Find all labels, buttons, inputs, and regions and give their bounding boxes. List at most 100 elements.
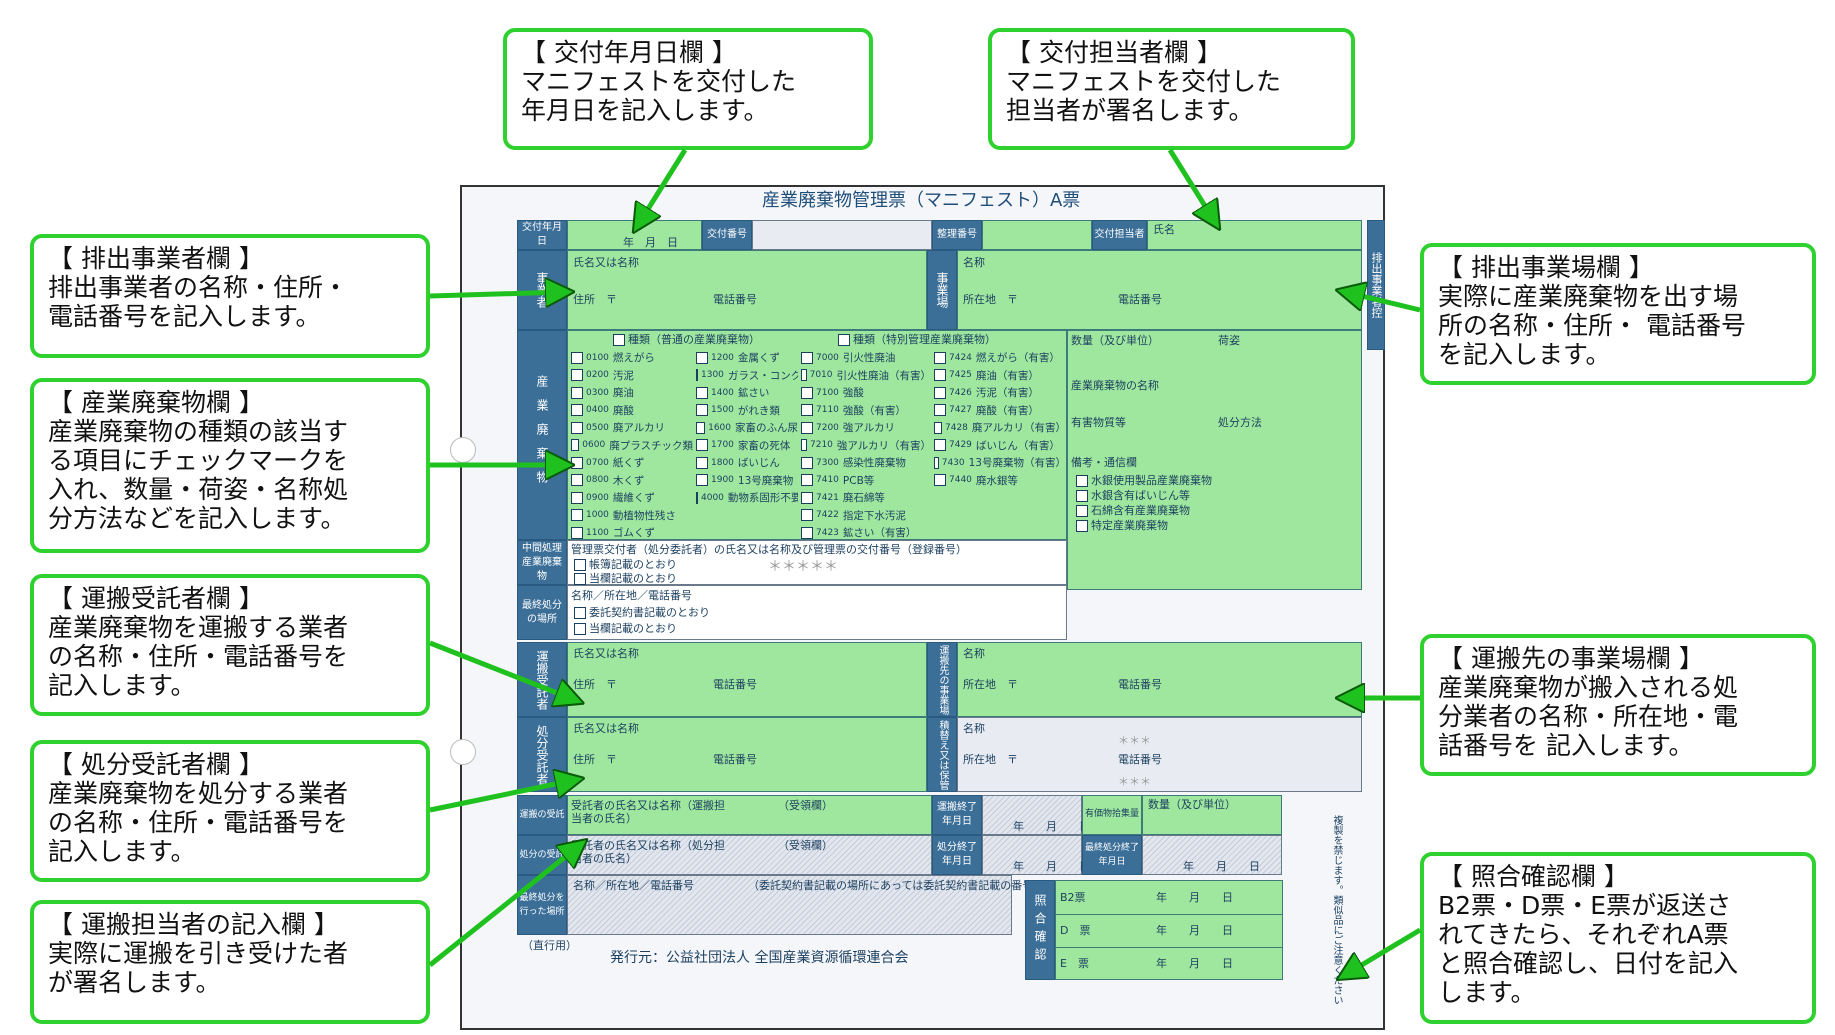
- waste-type-checkbox[interactable]: [801, 439, 807, 452]
- waste-type-checkbox[interactable]: [696, 421, 706, 434]
- disposal-end-field[interactable]: 年 月 日: [982, 835, 1090, 875]
- waste-type-checkbox[interactable]: [571, 369, 583, 382]
- waste-type-checkbox[interactable]: [571, 421, 583, 434]
- waste-type-checkbox[interactable]: [571, 526, 583, 539]
- waste-type-checkbox[interactable]: [801, 386, 813, 399]
- transport-end-field[interactable]: 年 月 日: [982, 795, 1090, 835]
- waste-type-checkbox[interactable]: [696, 439, 708, 452]
- waste-type-item[interactable]: 4000動物系固形不要物: [696, 489, 798, 507]
- waste-type-checkbox[interactable]: [571, 386, 583, 399]
- disposal-person-field[interactable]: 受託者の氏名又は名称（処分担当者の氏名） （受領欄）: [567, 835, 932, 875]
- final-end-field[interactable]: 年 月 日: [1142, 835, 1282, 875]
- waste-type-checkbox[interactable]: [934, 474, 946, 487]
- waste-type-checkbox[interactable]: [571, 439, 580, 452]
- waste-type-checkbox[interactable]: [934, 456, 939, 469]
- waste-type-checkbox[interactable]: [571, 404, 583, 417]
- waste-type-checkbox[interactable]: [801, 526, 813, 539]
- site-field[interactable]: 名称 所在地 〒 電話番号: [957, 250, 1362, 330]
- waste-type-checkbox[interactable]: [571, 491, 583, 504]
- transport-dest-field[interactable]: 名称 所在地 〒 電話番号: [957, 642, 1362, 717]
- waste-type-checkbox[interactable]: [571, 509, 583, 522]
- check-row-b2[interactable]: B2票 年 月 日: [1056, 881, 1282, 915]
- ref-no-field[interactable]: [982, 220, 1092, 250]
- waste-type-checkbox[interactable]: [696, 369, 698, 382]
- waste-type-checkbox[interactable]: [801, 474, 813, 487]
- waste-type-checkbox[interactable]: [934, 369, 946, 382]
- check-row-e[interactable]: E 票 年 月 日: [1060, 957, 1233, 970]
- waste-type-checkbox[interactable]: [934, 351, 946, 364]
- check-row-d[interactable]: D 票 年 月 日: [1056, 914, 1282, 948]
- waste-type-checkbox[interactable]: [801, 509, 813, 522]
- transport-qty-field[interactable]: 数量（及び単位）: [1142, 795, 1282, 835]
- disposal-field[interactable]: 氏名又は名称 住所 〒 電話番号: [567, 717, 927, 792]
- waste-type-checkbox[interactable]: [696, 351, 708, 364]
- waste-type-checkbox[interactable]: [801, 456, 813, 469]
- waste-type-checkbox[interactable]: [801, 421, 813, 434]
- final-site-field[interactable]: 名称／所在地／電話番号 委託契約書記載のとおり 当欄記載のとおり: [567, 585, 1067, 640]
- waste-type-checkbox[interactable]: [801, 491, 813, 504]
- waste-type-checkbox[interactable]: [696, 386, 708, 399]
- final-site-label: 最終処分の場所: [517, 585, 567, 640]
- waste-type-checkbox[interactable]: [696, 404, 708, 417]
- waste-type-checkbox[interactable]: [934, 404, 946, 417]
- waste-type-checkbox[interactable]: [934, 421, 942, 434]
- waste-type-checkbox[interactable]: [696, 456, 708, 469]
- disposal-end-label: 処分終了年月日: [932, 835, 982, 875]
- issuer-field[interactable]: 氏名: [1147, 220, 1362, 250]
- waste-type-name: ガラス・コンクリート陶磁器くず: [727, 369, 798, 382]
- waste-type-checkbox[interactable]: [801, 369, 807, 382]
- waste-type-checkbox[interactable]: [801, 404, 813, 417]
- intermediate-field[interactable]: 管理票交付者（処分委託者）の氏名又は名称及び管理票の交付番号（登録番号） 帳簿記…: [567, 540, 1067, 585]
- waste-type-checkbox[interactable]: [571, 351, 583, 364]
- waste-type-checkbox[interactable]: [801, 351, 813, 364]
- transport-person-field[interactable]: 受託者の氏名又は名称（運搬担当者の氏名） （受領欄）: [567, 795, 932, 835]
- waste-type-checkbox[interactable]: [696, 474, 708, 487]
- waste-type-checkbox[interactable]: [934, 439, 946, 452]
- waste-type-checkbox[interactable]: [934, 386, 946, 399]
- waste-type-checkbox[interactable]: [696, 491, 698, 504]
- waste-type-name: 金属くず: [737, 352, 780, 365]
- waste-details-area[interactable]: 数量（及び単位） 荷姿 産業廃棄物の名称 有害物質等 処分方法 備考・通信欄 水…: [1067, 330, 1362, 590]
- company-field[interactable]: 氏名又は名称 住所 〒 電話番号: [567, 250, 927, 330]
- special-checkbox[interactable]: [838, 334, 850, 346]
- normal-checkbox[interactable]: [613, 334, 625, 346]
- intermediate-label: 中間処理産業廃棄物: [517, 540, 567, 585]
- final-place-field[interactable]: 名称／所在地／電話番号 （委託契約書記載の場所にあっては委託契約書記載の番号）: [567, 875, 1044, 935]
